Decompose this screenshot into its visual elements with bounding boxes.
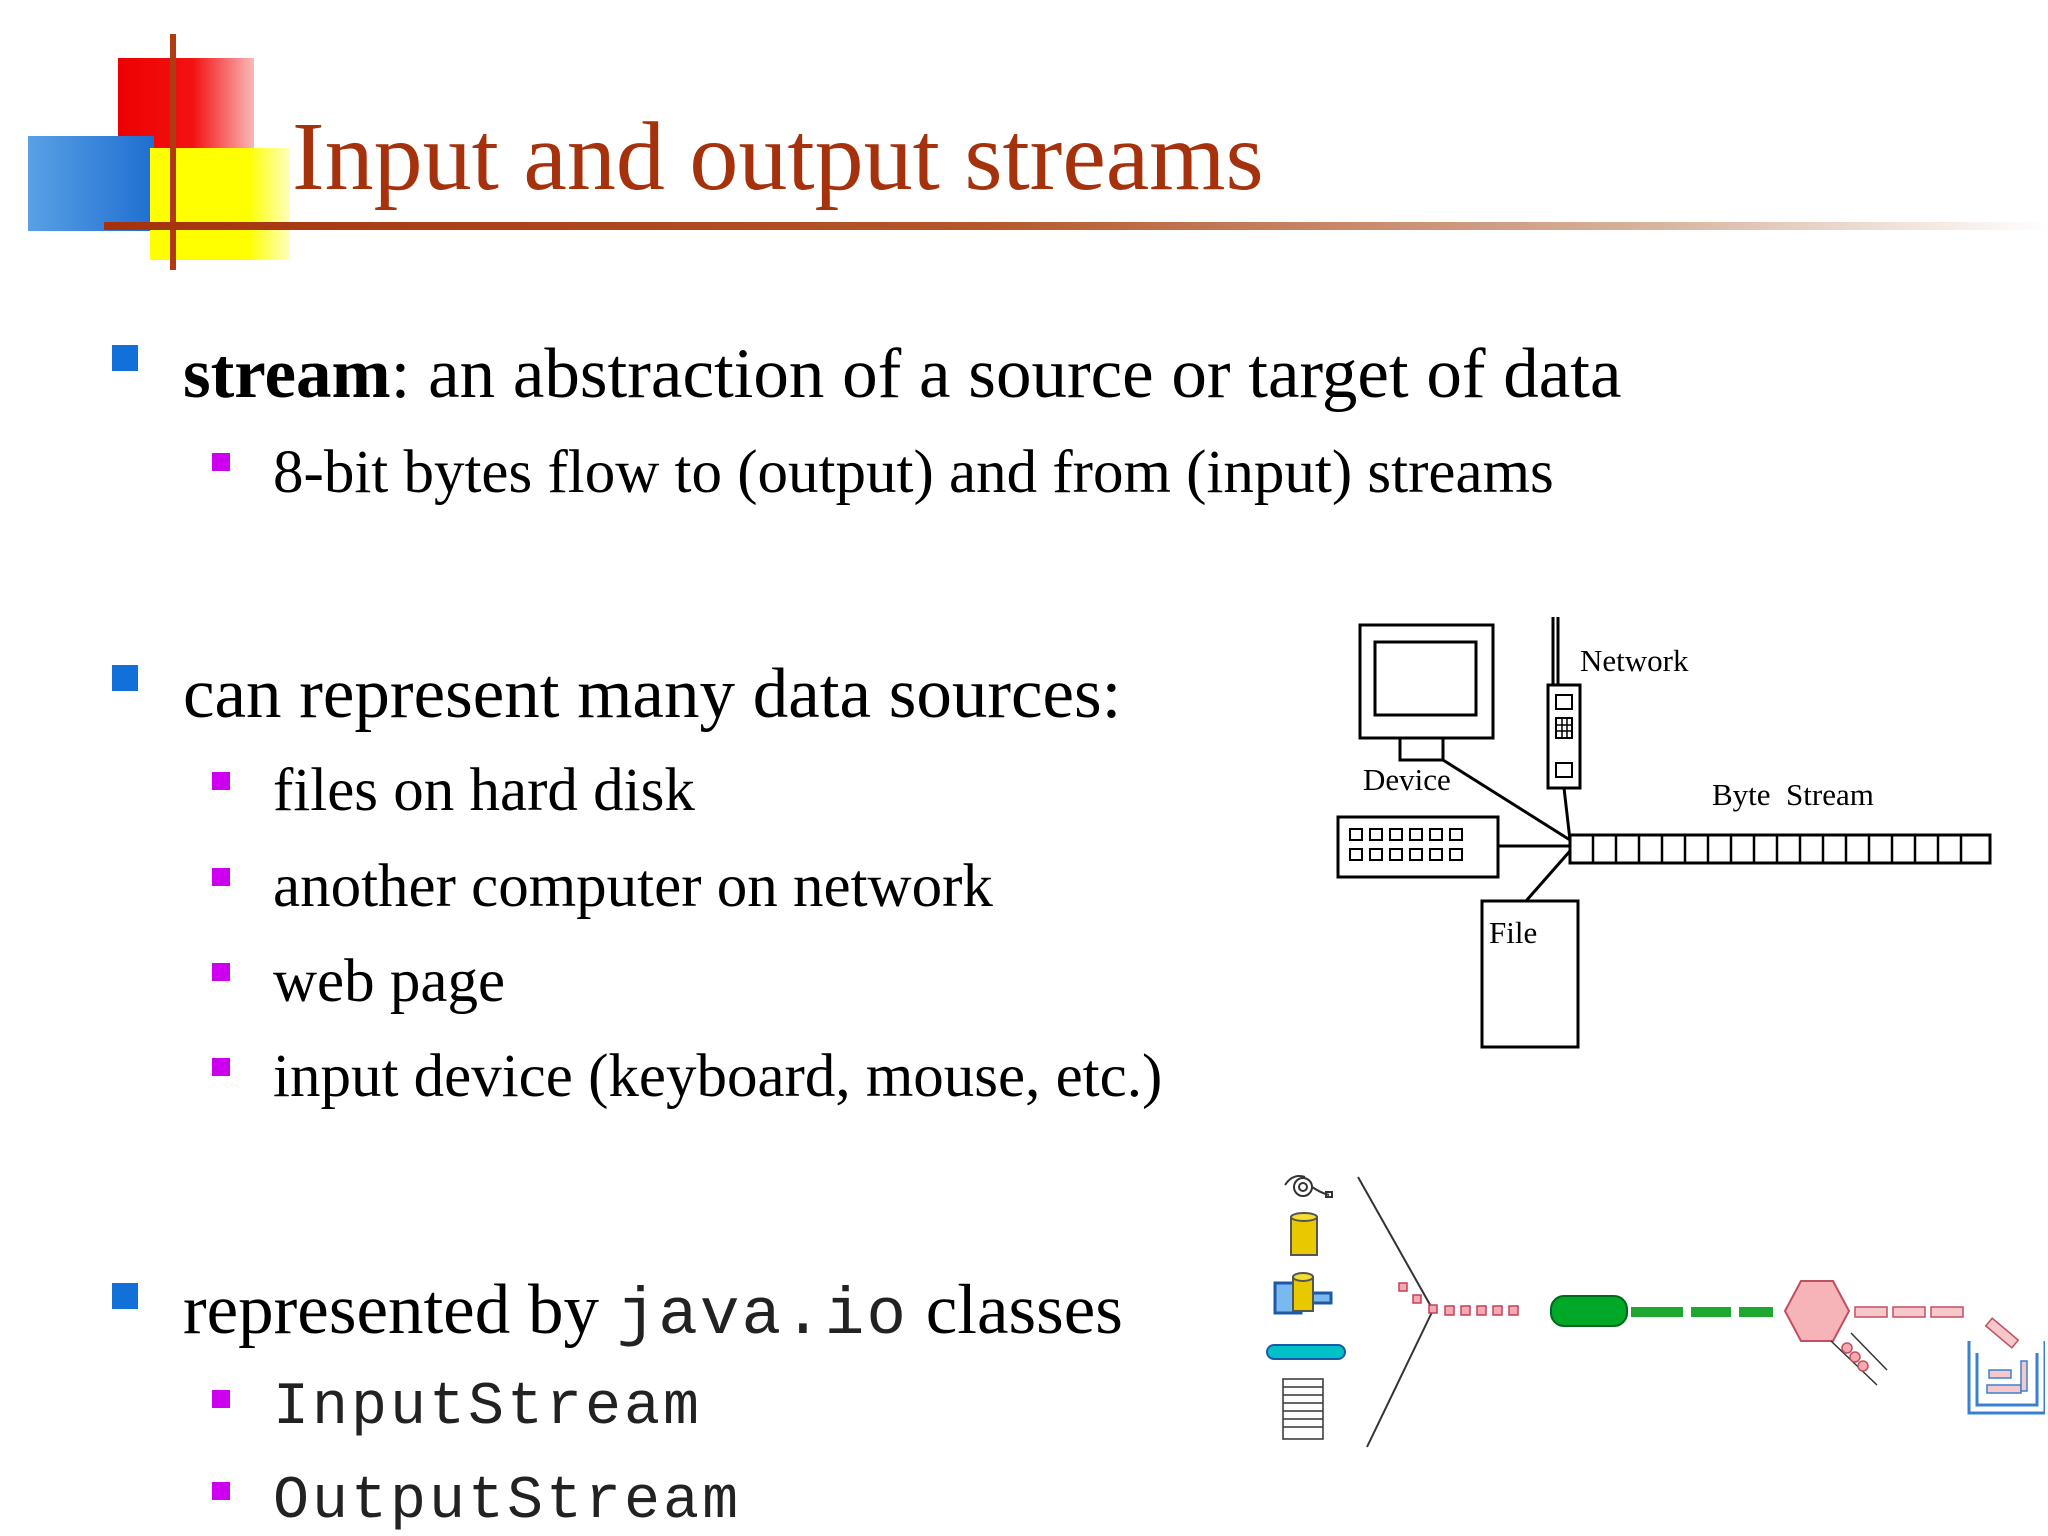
sub-bullet-marker xyxy=(212,1390,230,1408)
logo-blue-square xyxy=(28,136,154,231)
sub-bullet-files: files on hard disk xyxy=(273,757,695,824)
sub-bullet-marker xyxy=(212,868,230,886)
byte-stream-diagram: Network Device Byte Stream File xyxy=(1336,617,1992,1049)
byte-stream-strip xyxy=(1568,833,1992,865)
term-stream: stream xyxy=(183,335,391,413)
bullet-marker xyxy=(112,345,138,371)
green-stream-segments xyxy=(1550,1295,1773,1327)
sub-bullet-marker xyxy=(212,1482,230,1500)
bullet-marker xyxy=(112,665,138,691)
label-device: Device xyxy=(1363,762,1451,797)
label-file: File xyxy=(1489,915,1537,950)
sub-bullet-outputstream: OutputStream xyxy=(273,1468,742,1536)
sub-bullet-inputstream: InputStream xyxy=(273,1374,703,1442)
monitor-icon xyxy=(1358,623,1495,762)
bullet-stream-definition: stream: an abstraction of a source or ta… xyxy=(183,339,1622,410)
filter-hexagon xyxy=(1783,1280,1851,1342)
output-bin xyxy=(1967,1341,2045,1415)
text-after: classes xyxy=(907,1271,1123,1349)
sub-bullet-bytes: 8-bit bytes flow to (output) and from (i… xyxy=(273,439,1554,506)
title-underline xyxy=(104,222,2048,230)
bullet-java-io: represented by java.io classes xyxy=(183,1275,1123,1349)
label-network: Network xyxy=(1580,643,1689,678)
sub-bullet-marker xyxy=(212,453,230,471)
sub-bullet-input-device: input device (keyboard, mouse, etc.) xyxy=(273,1043,1163,1110)
label-byte-stream: Byte Stream xyxy=(1712,777,1874,812)
bullet-marker xyxy=(112,1283,138,1309)
source-icons xyxy=(1266,1175,1346,1440)
slide-title: Input and output streams xyxy=(292,103,1264,211)
definition-text: : an abstraction of a source or target o… xyxy=(390,335,1622,413)
text-before: represented by xyxy=(183,1271,617,1349)
keyboard-icon xyxy=(1336,815,1500,879)
file-icon xyxy=(1480,899,1580,1049)
logo-vertical-line xyxy=(170,34,176,270)
code-java-io: java.io xyxy=(616,1278,908,1353)
sub-bullet-marker xyxy=(212,1058,230,1076)
sub-bullet-web-page: web page xyxy=(273,948,506,1015)
bullet-data-sources: can represent many data sources: xyxy=(183,655,1122,733)
sub-bullet-network: another computer on network xyxy=(273,853,993,920)
byte-squares xyxy=(1398,1282,1519,1316)
sub-bullet-marker xyxy=(212,963,230,981)
network-phone-icon xyxy=(1546,617,1582,790)
sub-bullet-marker xyxy=(212,772,230,790)
stream-pipeline-illustration xyxy=(1266,1175,2045,1448)
